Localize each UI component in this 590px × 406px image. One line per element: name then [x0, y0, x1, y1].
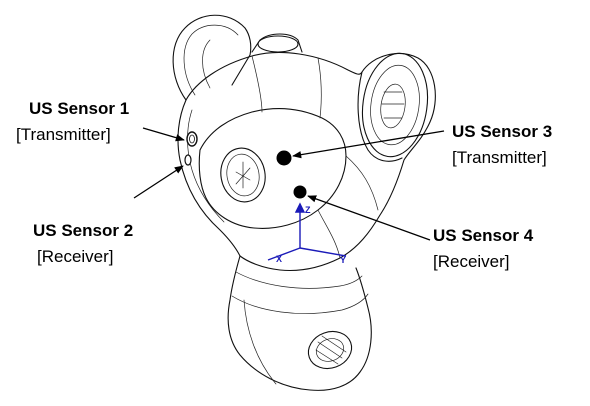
- sensor-4-role: [Receiver]: [433, 252, 510, 271]
- sensor-1-role: [Transmitter]: [16, 125, 111, 144]
- sensor-4-label: US Sensor 4 [Receiver]: [433, 226, 534, 271]
- leader-arrows: [133, 127, 445, 241]
- lower-vent: [307, 330, 353, 370]
- x-axis-line: [267, 247, 301, 261]
- right-cylinder: [357, 71, 403, 162]
- face-panel: [198, 108, 347, 229]
- sensor-marks: [184, 131, 307, 199]
- sensor-3-dot: [276, 150, 292, 166]
- robot-head-drawing: [172, 14, 436, 391]
- sensor-2-role: [Receiver]: [37, 247, 114, 266]
- x-axis-label: X: [276, 254, 282, 264]
- top-cylinder: [251, 33, 303, 53]
- coordinate-axes: [267, 202, 347, 261]
- sensor-2-label: US Sensor 2 [Receiver]: [33, 221, 133, 266]
- sensor-2-name: US Sensor 2: [33, 221, 133, 240]
- left-ear-shape: [172, 14, 252, 101]
- sensor-1-label: US Sensor 1 [Transmitter]: [16, 99, 129, 144]
- sensor-1-name: US Sensor 1: [29, 99, 129, 118]
- sensor-4-name: US Sensor 4: [433, 226, 534, 245]
- y-axis-label: Y: [340, 255, 346, 265]
- sensor-3-label: US Sensor 3 [Transmitter]: [452, 122, 552, 167]
- sensor-3-name: US Sensor 3: [452, 122, 552, 141]
- sensor-4-dot: [293, 185, 307, 199]
- head-outline: [185, 51, 436, 272]
- arrow-sensor-3: [292, 130, 445, 159]
- z-axis-label: Z: [305, 205, 311, 215]
- sensor-1-dot: [186, 131, 198, 147]
- y-axis-line: [299, 247, 347, 257]
- neck-body: [227, 255, 372, 391]
- sensor-2-dot: [184, 154, 192, 166]
- arrow-sensor-2: [133, 165, 184, 199]
- arrow-sensor-4: [307, 195, 431, 241]
- arrow-sensor-1: [142, 127, 185, 142]
- sensor-3-role: [Transmitter]: [452, 148, 547, 167]
- eye-socket: [220, 147, 266, 203]
